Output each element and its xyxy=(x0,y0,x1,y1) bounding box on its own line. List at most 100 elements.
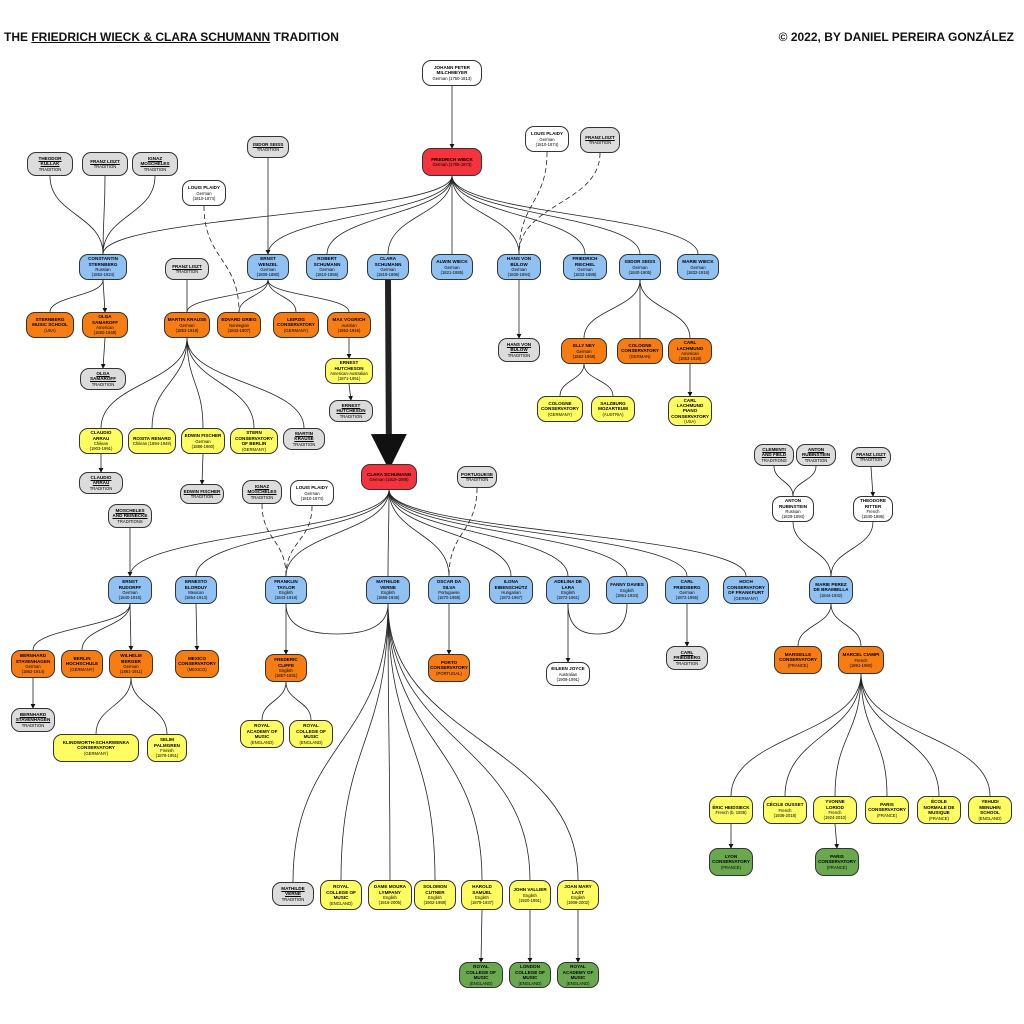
edge-plaidy_top-bulow xyxy=(518,151,548,255)
node-name: OSCAR DA SILVA xyxy=(436,579,462,590)
edge-berger-palmgren xyxy=(130,677,168,735)
node-paris_y: PARIS CONSERVATORY(FRANCE) xyxy=(865,796,909,824)
edge-cschumann_top-cschumann xyxy=(370,279,407,470)
node-name: EDWIN FISCHER xyxy=(183,488,221,494)
node-subtitle: German xyxy=(25,664,41,670)
node-subtitle: German xyxy=(577,267,593,273)
edge-loriod-paris_g xyxy=(834,823,840,849)
edge-cschumann-eibenschutz xyxy=(388,489,512,577)
node-subtitle: TRADITION xyxy=(250,494,274,500)
edge-lateral-davies-delara xyxy=(567,603,628,635)
node-sternberg_school: STERNBERG MUSIC SCHOOL(USA) xyxy=(26,312,74,338)
node-subtitle: (1879-1937) xyxy=(470,900,494,906)
node-subtitle: (ENGLAND) xyxy=(566,980,590,986)
node-subtitle: German xyxy=(196,190,212,196)
edge-cschumann-verne xyxy=(387,489,390,577)
node-marseille: MARSEILLE CONSERVATORY(FRANCE) xyxy=(774,646,822,674)
edge-wieck-marie xyxy=(451,175,699,255)
edge-clementi-anton xyxy=(773,465,794,497)
edge-ciampi-normale xyxy=(860,673,940,797)
edge-wieck-reichel xyxy=(451,175,586,255)
edge-ney-salzburg xyxy=(583,363,614,397)
node-name: OLGA SAMAROFF xyxy=(91,314,119,325)
node-subtitle: (1882-1968) xyxy=(572,353,596,359)
node-name: BERNHARD STAVENHAGEN xyxy=(15,711,51,723)
node-subtitle: (1871-1951) xyxy=(337,376,361,382)
node-name: MAX VOGRICH xyxy=(332,317,366,323)
node-name: ROSITA RENARD xyxy=(133,435,171,441)
edge-moscheles_mid-taylor xyxy=(261,503,287,577)
edge-wieck-seiss xyxy=(451,175,641,255)
node-name: PARIS CONSERVATORY xyxy=(818,853,856,865)
node-subtitle: English xyxy=(620,587,634,593)
node-name: JOHANN PETER MILCHMEYER xyxy=(434,64,470,76)
node-subtitle: (1861-1911) xyxy=(119,669,143,675)
edge-bramelle-ciampi xyxy=(830,603,862,647)
edge-cschumann-rudorff xyxy=(129,489,390,577)
node-subtitle: Hungarian xyxy=(501,590,521,596)
node-name: MOSCHELES AND REINECKE xyxy=(112,507,148,519)
edge-verne-samuel xyxy=(387,603,483,881)
node-name: ROYAL COLLEGE OF MUSIC xyxy=(466,964,496,981)
node-subtitle: Russian xyxy=(785,509,801,515)
node-name: ROYAL ACADEMY OF MUSIC xyxy=(246,723,278,740)
node-subtitle: German xyxy=(122,590,138,596)
node-menuhin: YEHUDI MENUHIN SCHOOL(ENGLAND) xyxy=(968,796,1012,824)
node-name: KLINDWORTH-SCHARWENKA CONSERVATORY xyxy=(62,739,130,751)
node-subtitle: German xyxy=(632,264,648,270)
edge-liszt_right-ritter xyxy=(870,466,876,497)
node-name: JOHN VALLIER xyxy=(513,887,547,893)
node-subtitle: (1810-1874) xyxy=(300,495,324,501)
node-subtitle: (1857-1931) xyxy=(274,673,298,679)
node-subtitle: TRADITION xyxy=(292,441,316,447)
edge-wenzel-grieg xyxy=(238,279,269,313)
node-subtitle: French xyxy=(866,509,880,515)
node-subtitle: French xyxy=(778,807,792,813)
node-subtitle: German xyxy=(690,264,706,270)
node-subtitle: (1891-1980) xyxy=(849,662,873,668)
node-rcm2: ROYAL COLLEGE OF MUSIC(ENGLAND) xyxy=(320,880,362,910)
node-subtitle: (GERMANY) xyxy=(548,411,572,417)
node-subtitle: TRADITION xyxy=(91,381,115,387)
node-name: CLEMENTI AND FIELD xyxy=(761,446,787,458)
node-name: THEODOR KULLAK xyxy=(38,155,62,167)
node-cologne_y: COLOGNE CONSERVATORY(GERMANY) xyxy=(537,396,583,422)
node-name: HANS VON BÜLOW xyxy=(506,256,532,267)
node-subtitle: French xyxy=(854,657,868,663)
edge-cschumann-elorduy xyxy=(195,489,390,577)
node-subtitle: German (1785-1873) xyxy=(432,162,472,168)
node-name: FRANZ LISZT xyxy=(856,451,886,457)
node-name: SALZBURG MOZARTEUM xyxy=(598,400,628,412)
node-name: LOUIS PLAIDY xyxy=(295,485,329,491)
node-subtitle: (PORTUGAL) xyxy=(436,670,462,676)
node-subtitle: (ENGLAND) xyxy=(250,739,274,745)
node-subtitle: (1808-1880) xyxy=(256,272,280,278)
node-name: ÉRIC HEIDSIECK xyxy=(712,804,750,810)
node-subtitle: German xyxy=(444,264,460,270)
node-subtitle: (AUSTRIA) xyxy=(602,411,624,417)
node-subtitle: (1840-1886) xyxy=(861,514,885,520)
node-name: HANS VON BÜLOW xyxy=(506,341,532,353)
node-name: ERNEST HUTCHESON xyxy=(336,402,366,414)
edge-krause-stern xyxy=(186,337,255,429)
